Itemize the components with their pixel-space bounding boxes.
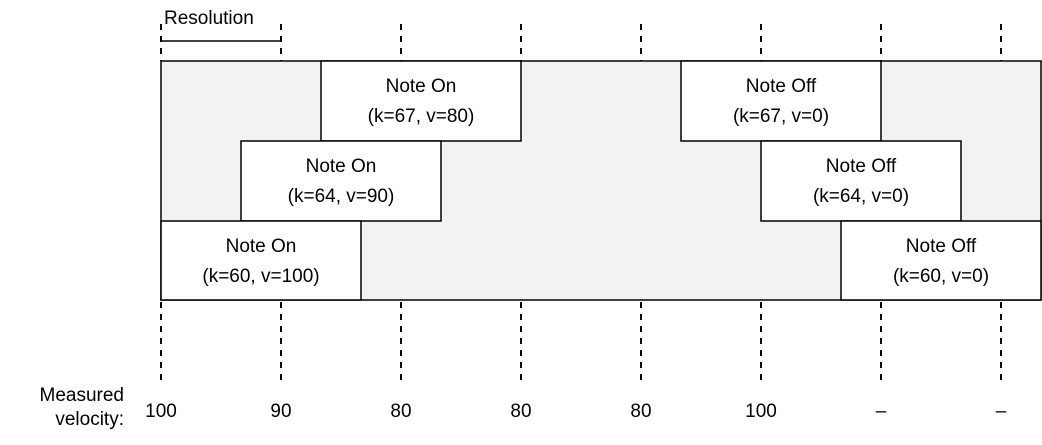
note-on-60-box: Note On (k=60, v=100)	[160, 220, 362, 301]
event-params: (k=67, v=0)	[733, 106, 829, 127]
note-off-67-box: Note Off (k=67, v=0)	[680, 60, 882, 142]
event-params: (k=60, v=100)	[202, 266, 319, 287]
event-params: (k=60, v=0)	[893, 266, 989, 287]
event-label: Note On	[226, 236, 297, 257]
measured-velocity-value: 80	[510, 401, 532, 422]
time-ticks-bottom	[160, 302, 1002, 382]
event-label: Note On	[386, 76, 457, 97]
event-label: Note Off	[746, 76, 817, 97]
measured-velocity-value: 90	[270, 401, 292, 422]
time-ticks-top	[160, 24, 1002, 61]
measured-velocity-value: 100	[745, 401, 777, 422]
event-params: (k=64, v=90)	[288, 186, 395, 207]
measured-velocity-value: 100	[145, 401, 177, 422]
measured-velocity-value: –	[995, 401, 1007, 422]
measured-velocity-value: –	[875, 401, 887, 422]
measured-velocity-value: 80	[390, 401, 412, 422]
measured-velocity-label: Measured velocity:	[39, 385, 125, 430]
event-label: Note On	[306, 156, 377, 177]
note-on-67-box: Note On (k=67, v=80)	[320, 60, 522, 142]
note-on-64-box: Note On (k=64, v=90)	[240, 140, 442, 222]
event-label: Note Off	[906, 236, 977, 257]
event-label: Note Off	[826, 156, 897, 177]
note-off-64-box: Note Off (k=64, v=0)	[760, 140, 962, 222]
note-off-60-box: Note Off (k=60, v=0)	[840, 220, 1042, 301]
event-params: (k=64, v=0)	[813, 186, 909, 207]
event-params: (k=67, v=80)	[368, 106, 475, 127]
measured-velocity-value: 80	[630, 401, 652, 422]
resolution-label: Resolution	[164, 8, 254, 29]
